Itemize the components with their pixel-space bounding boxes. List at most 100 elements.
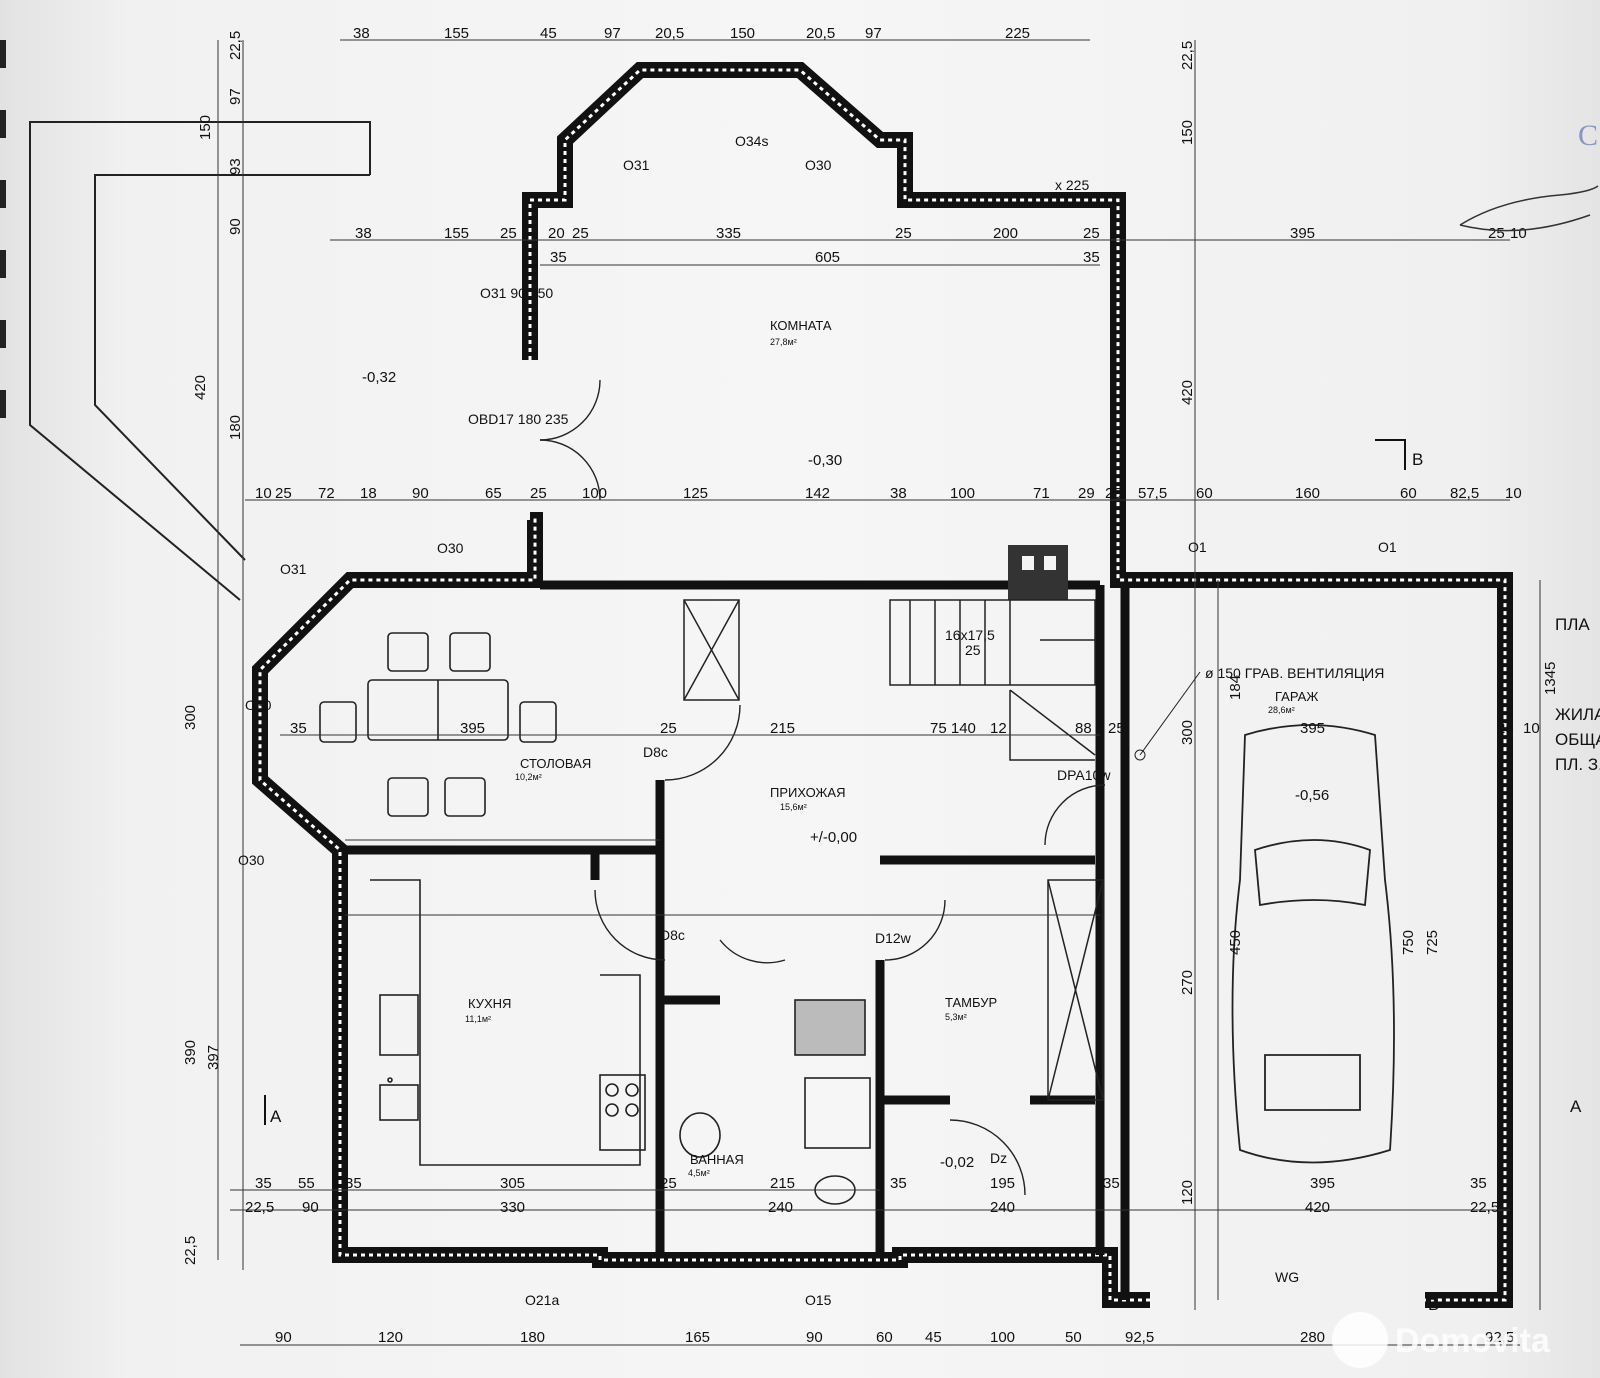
dim-l12: 22,5 bbox=[245, 1199, 274, 1216]
section-b-top: B bbox=[1412, 450, 1423, 469]
ventilation-shaft bbox=[1008, 545, 1068, 600]
dim-u11: 25 bbox=[1488, 225, 1505, 242]
dim-u5: 25 bbox=[572, 225, 589, 242]
top-dimensions: 38 155 45 97 20,5 150 20,5 97 225 bbox=[353, 25, 1030, 42]
right-dimensions: 22,5 150 420 300 270 120 184 450 725 750… bbox=[1179, 41, 1559, 1205]
dim-b2: 120 bbox=[378, 1329, 403, 1346]
dim-m7: 25 bbox=[530, 485, 547, 502]
dim-u4: 20 bbox=[548, 225, 565, 242]
code-o31-left: O31 90 150 bbox=[480, 285, 553, 301]
dining-furniture bbox=[319, 632, 557, 817]
interior-dimensions: 35 395 25 215 75 140 12 88 25 395 25 10 bbox=[290, 720, 1540, 737]
vestibule-wardrobe bbox=[683, 599, 1104, 1101]
middle-dimension-row: 10 25 72 18 90 65 25 100 125 142 38 100 … bbox=[255, 485, 1522, 502]
dim-t1: 38 bbox=[353, 25, 370, 42]
dim-l10: 395 bbox=[1310, 1175, 1335, 1192]
room-name-prikhozhaya: ПРИХОЖАЯ bbox=[770, 785, 846, 800]
section-b-bottom: B bbox=[1428, 1295, 1439, 1314]
dim-l8: 195 bbox=[990, 1175, 1015, 1192]
code-o31-top: O31 bbox=[623, 157, 650, 173]
kitchen-units bbox=[370, 879, 646, 1166]
title-fragment-2: ЖИЛА bbox=[1555, 705, 1600, 724]
dim-i7: 88 bbox=[1075, 720, 1092, 737]
dim-l7: 35 bbox=[890, 1175, 907, 1192]
code-o30-bottom: O30 bbox=[238, 852, 265, 868]
dim-l5: 25 bbox=[660, 1175, 677, 1192]
room-labels: КОМНАТА 27,8м² СТОЛОВАЯ 10,2м² ПРИХОЖАЯ … bbox=[465, 318, 1318, 1178]
dim-m10: 142 bbox=[805, 485, 830, 502]
dim-v4: 93 bbox=[227, 158, 244, 175]
code-o30-left: O30 bbox=[245, 697, 272, 713]
room-area-stolovaya: 10,2м² bbox=[515, 772, 542, 782]
stamp-letter: С bbox=[1578, 119, 1598, 152]
dim-r8: 450 bbox=[1227, 930, 1244, 955]
dim-l11: 35 bbox=[1470, 1175, 1487, 1192]
bottom-dimensions: 90 120 180 165 90 60 45 100 50 92,5 280 … bbox=[275, 1329, 1514, 1346]
dim-m12: 100 bbox=[950, 485, 975, 502]
room-area-vannaya: 4,5м² bbox=[688, 1168, 710, 1178]
exterior-walls-hatch bbox=[258, 68, 1507, 1302]
dim-l4: 305 bbox=[500, 1175, 525, 1192]
dim-u13: 35 bbox=[550, 249, 567, 266]
dim-u7: 25 bbox=[895, 225, 912, 242]
dim-m19: 60 bbox=[1400, 485, 1417, 502]
dim-m14: 29 bbox=[1078, 485, 1095, 502]
dim-u9: 25 bbox=[1083, 225, 1100, 242]
dim-t9: 225 bbox=[1005, 25, 1030, 42]
level-terrace: -0,32 bbox=[362, 369, 396, 386]
dim-i3: 25 bbox=[660, 720, 677, 737]
code-o30-top: O30 bbox=[805, 157, 832, 173]
dim-b3: 180 bbox=[520, 1329, 545, 1346]
dim-t5: 20,5 bbox=[655, 25, 684, 42]
dim-t8: 97 bbox=[865, 25, 882, 42]
dim-v3: 150 bbox=[197, 115, 214, 140]
dim-l15: 240 bbox=[768, 1199, 793, 1216]
bathroom-fixtures bbox=[679, 999, 871, 1205]
stair-steps: 25 bbox=[965, 642, 981, 658]
binder-holes bbox=[0, 40, 6, 418]
dim-m17: 60 bbox=[1196, 485, 1213, 502]
dim-t7: 20,5 bbox=[806, 25, 835, 42]
room-name-stolovaya: СТОЛОВАЯ bbox=[520, 756, 591, 771]
room-area-kukhnya: 11,1м² bbox=[465, 1014, 491, 1024]
level-marks: -0,32 -0,30 +/-0,00 -0,02 -0,56 bbox=[362, 369, 1329, 1171]
dim-l2: 55 bbox=[298, 1175, 315, 1192]
opening-codes: O34s O31 O30 O31 90 150 OBD17 180 235 O3… bbox=[238, 133, 1397, 1308]
title-fragment-3: ОБЩА bbox=[1555, 730, 1600, 749]
dim-u6: 335 bbox=[716, 225, 741, 242]
dim-t2: 155 bbox=[444, 25, 469, 42]
dim-r6: 120 bbox=[1179, 1180, 1196, 1205]
dim-m6: 65 bbox=[485, 485, 502, 502]
dim-m18: 160 bbox=[1295, 485, 1320, 502]
dim-l3: 35 bbox=[345, 1175, 362, 1192]
code-wg: WG bbox=[1275, 1269, 1299, 1285]
dim-b10: 92,5 bbox=[1125, 1329, 1154, 1346]
code-o15: O15 bbox=[805, 1292, 832, 1308]
dim-m1: 10 bbox=[255, 485, 272, 502]
dim-v9: 390 bbox=[182, 1040, 199, 1065]
dim-m2: 25 bbox=[275, 485, 292, 502]
room-name-komnata: КОМНАТА bbox=[770, 318, 832, 333]
approval-stamp: С bbox=[1459, 119, 1599, 232]
dim-u3: 25 bbox=[500, 225, 517, 242]
sheet-title-fragments: ПЛА ЖИЛА ОБЩА ПЛ. З. bbox=[1555, 615, 1600, 774]
dim-l13: 90 bbox=[302, 1199, 319, 1216]
code-d8c-1: D8c bbox=[643, 744, 668, 760]
stair-note: 16x17,5 bbox=[945, 627, 995, 643]
dim-u10: 395 bbox=[1290, 225, 1315, 242]
dim-m9: 125 bbox=[683, 485, 708, 502]
dim-m16: 57,5 bbox=[1138, 485, 1167, 502]
dim-i8: 25 bbox=[1108, 720, 1125, 737]
dim-l1: 35 bbox=[255, 1175, 272, 1192]
dim-l14: 330 bbox=[500, 1199, 525, 1216]
dim-r3: 420 bbox=[1179, 380, 1196, 405]
dim-u12: 10 bbox=[1510, 225, 1527, 242]
code-d12w: D12w bbox=[875, 930, 912, 946]
dim-v7: 180 bbox=[227, 415, 244, 440]
dim-b8: 100 bbox=[990, 1329, 1015, 1346]
dim-m5: 90 bbox=[412, 485, 429, 502]
dim-b7: 45 bbox=[925, 1329, 942, 1346]
dim-u14: 605 bbox=[815, 249, 840, 266]
dim-u1: 38 bbox=[355, 225, 372, 242]
dim-r5: 270 bbox=[1179, 970, 1196, 995]
